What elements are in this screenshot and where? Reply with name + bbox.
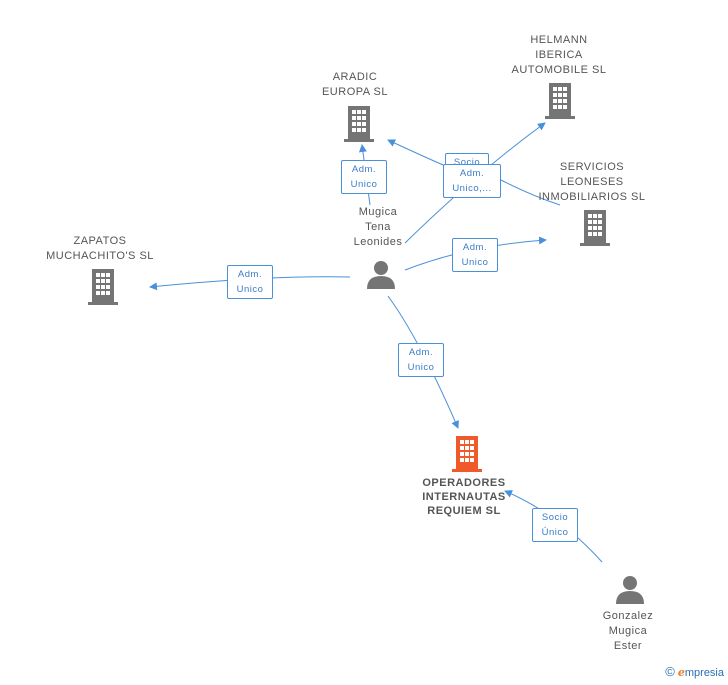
node-label: Mugica Tena Leonides <box>353 206 403 248</box>
edge-label-aradic: Adm. Unico <box>341 160 387 194</box>
node-label: ARADIC EUROPA SL <box>321 71 389 98</box>
node-operadores[interactable]: OPERADORES INTERNAUTAS REQUIEM SL <box>405 476 523 518</box>
brand-name: mpresia <box>684 667 724 679</box>
edge-label-line: Adm. <box>237 269 263 280</box>
node-servicios[interactable]: SERVICIOS LEONESES INMOBILIARIOS SL <box>528 160 656 205</box>
edge-label-line: Unico,... <box>452 183 492 194</box>
node-mugica[interactable]: Mugica Tena Leonides <box>338 205 418 250</box>
person-icon[interactable] <box>615 575 645 605</box>
building-icon[interactable] <box>580 210 610 246</box>
edge-label-line: Unico <box>236 284 264 295</box>
building-icon[interactable] <box>545 83 575 119</box>
edge-label-zapatos: Adm. Unico <box>227 265 273 299</box>
brand-initial: e <box>677 666 685 679</box>
edge-label-line: Unico <box>407 362 435 373</box>
edge-socio-aradic <box>387 139 451 169</box>
edge-label-operadores: Adm. Unico <box>398 343 444 377</box>
edge-branch-servicios <box>496 177 561 206</box>
edge-label-line: Unico <box>350 179 378 190</box>
node-label: SERVICIOS LEONESES INMOBILIARIOS SL <box>538 161 646 203</box>
node-helmann[interactable]: HELMANN IBERICA AUTOMOBILE SL <box>500 33 618 78</box>
copyright-symbol: © <box>665 664 675 679</box>
edge-label-gonzalez: Socio Único <box>532 508 578 542</box>
node-aradic[interactable]: ARADIC EUROPA SL <box>305 70 405 100</box>
node-label: OPERADORES INTERNAUTAS REQUIEM SL <box>422 477 506 517</box>
edge-label-line: Único <box>541 527 569 538</box>
building-icon[interactable] <box>88 269 118 305</box>
node-label: ZAPATOS MUCHACHITO'S SL <box>46 235 154 262</box>
empresia-logo: © empresia <box>665 664 724 679</box>
edge-label-line: Unico <box>461 257 489 268</box>
edge-label-line: Adm. <box>408 347 434 358</box>
person-icon[interactable] <box>366 260 396 290</box>
edge-label-line: Socio <box>453 157 481 168</box>
edge-label-line: Adm. <box>462 242 488 253</box>
edge-label-line: Socio <box>541 512 569 523</box>
building-icon[interactable] <box>451 436 483 472</box>
node-zapatos[interactable]: ZAPATOS MUCHACHITO'S SL <box>40 234 160 264</box>
edge-label-servicios: Adm. Unico <box>452 238 498 272</box>
building-icon[interactable] <box>344 106 374 142</box>
edge-label-line: Adm. <box>459 168 485 179</box>
node-gonzalez[interactable]: Gonzalez Mugica Ester <box>588 609 668 654</box>
edge-label-line: Adm. <box>351 164 377 175</box>
edge-label-helmann: Adm. Unico,... <box>443 164 501 198</box>
node-label: HELMANN IBERICA AUTOMOBILE SL <box>511 34 607 76</box>
node-label: Gonzalez Mugica Ester <box>602 610 654 652</box>
